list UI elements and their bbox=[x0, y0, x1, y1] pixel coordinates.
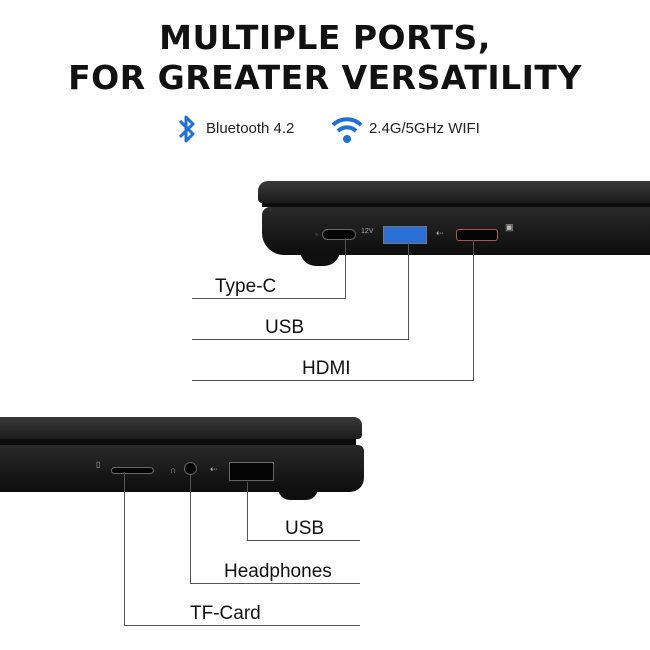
tf-card-slot bbox=[111, 467, 154, 474]
wifi-icon bbox=[330, 114, 364, 149]
headline-line-2: FOR GREATER VERSATILITY bbox=[68, 58, 582, 97]
power-12v-marking: 12V bbox=[361, 228, 374, 235]
headline-line-1: MULTIPLE PORTS, bbox=[159, 18, 491, 57]
label-usb-left: USB bbox=[285, 518, 325, 539]
hdmi-port bbox=[456, 229, 498, 241]
headphone-jack bbox=[184, 462, 197, 475]
usb-port-blue bbox=[383, 226, 427, 244]
wifi-label: 2.4G/5GHz WIFI bbox=[369, 120, 480, 137]
label-headphones: Headphones bbox=[224, 561, 332, 582]
label-hdmi: HDMI bbox=[302, 358, 351, 379]
usb-symbol-icon: ⇠ bbox=[436, 228, 444, 238]
usb-port bbox=[229, 462, 274, 481]
tv-icon: ▣ bbox=[505, 222, 514, 232]
type-c-port bbox=[322, 229, 356, 240]
bluetooth-icon bbox=[176, 112, 198, 151]
bluetooth-label: Bluetooth 4.2 bbox=[206, 120, 295, 137]
sd-card-icon: ▯ bbox=[96, 460, 101, 469]
label-usb-right: USB bbox=[265, 317, 305, 338]
usb-symbol-icon: ⇠ bbox=[210, 464, 218, 474]
label-tf-card: TF-Card bbox=[190, 603, 261, 624]
label-type-c: Type-C bbox=[215, 276, 277, 297]
headphone-icon: ∩ bbox=[170, 465, 177, 475]
